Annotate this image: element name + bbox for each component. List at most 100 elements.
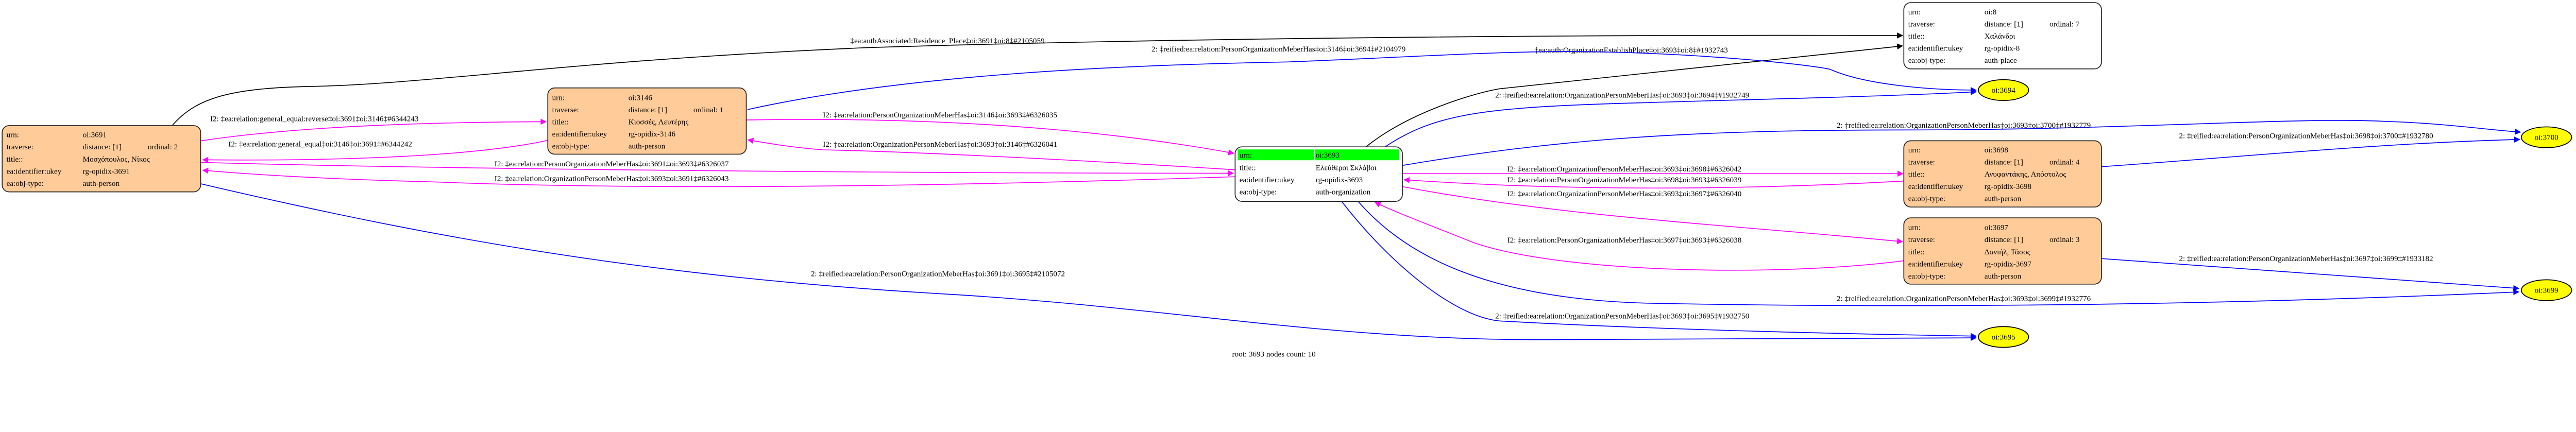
node-box [1903,217,2102,285]
node-box [1903,140,2102,208]
edge-line [1384,89,1977,147]
ref-node[interactable]: oi:3700 [2521,126,2572,148]
edge: 2: ‡reified:ea:relation:PersonOrganizati… [2101,255,2520,291]
edge-label: I2: ‡ea:relation:OrganizationPersonMeber… [495,175,729,183]
edge-label: 2: ‡reified:ea:relation:PersonOrganizati… [2179,255,2433,263]
edge-label: 2: ‡reified:ea:relation:OrganizationPers… [1837,295,2091,303]
node-field-value: oi:3146 [629,94,653,102]
edge-label: 2: ‡reified:ea:relation:PersonOrganizati… [2179,132,2433,140]
node-field-label: urn: [552,94,565,102]
edge-label: 2: ‡reified:ea:relation:OrganizationPers… [1837,122,2091,130]
edge: 2: ‡reified:ea:relation:OrganizationPers… [1402,119,2521,166]
node-field-extra: ordinal: 1 [693,106,723,114]
node-field-label: ea:identifier:ukey [1908,44,1963,53]
edge-line [1357,200,2520,306]
node-field-label: ea:obj-type: [1908,57,1945,65]
node-field-label: title:: [1908,248,1925,256]
node-field-label: ea:obj-type: [1908,195,1945,203]
ref-node[interactable]: oi:3699 [2521,279,2572,301]
node-field-value: Δανιήλ, Τάσος [1985,248,2030,256]
node-field-value: distance: [1] [1985,236,2023,244]
node-field-value: distance: [1] [83,143,122,151]
ref-node[interactable]: oi:3695 [1978,326,2029,348]
root-highlight [1238,149,1314,161]
edge-line [172,32,1903,126]
edge-line [201,162,1234,177]
node-field-label: urn: [1240,151,1252,160]
node-field-label: ea:identifier:ukey [1240,176,1295,184]
node-field-label: traverse: [552,106,579,114]
edge: I2: ‡ea:relation:PersonOrganizationMeber… [747,111,1234,155]
edge: 2: ‡reified:ea:relation:PersonOrganizati… [200,183,1977,341]
edge-label: 2: ‡reified:ea:relation:PersonOrganizati… [811,270,1065,279]
node-field-value: Ανυφαντάκης, Απόστολος [1985,170,2066,179]
edge-label: I2: ‡ea:relation:general_equal‡oi:3146‡o… [228,140,412,148]
ref-node-label: oi:3694 [1992,87,2016,95]
edge: I2: ‡ea:relation:PersonOrganizationMeber… [201,160,1234,177]
ref-node-ellipse [1978,79,2029,101]
edge-line [200,183,1977,341]
node-field-label: ea:identifier:ukey [552,130,607,139]
node-field-value: auth-person [629,143,666,151]
node-field-value: rg-opidix-3697 [1985,260,2032,268]
edge: I2: ‡ea:relation:general_equal:reverse‡o… [201,115,547,142]
node-field-value: rg-opidix-8 [1985,44,2020,53]
edge-label: I2: ‡ea:relation:PersonOrganizationMeber… [823,111,1057,119]
edge-label: I2: ‡ea:relation:general_equal:reverse‡o… [210,115,418,124]
node-field-extra: ordinal: 7 [2049,20,2080,28]
edge-label: ‡ea:auth:OrganizationEstablishPlace‡oi:3… [1535,46,1728,55]
node-field-label: title:: [1908,32,1925,41]
node-field-extra: ordinal: 4 [2049,159,2080,167]
root-highlight [1315,149,1399,161]
node-field-label: ea:obj-type: [7,180,44,188]
edge-label: I2: ‡ea:relation:PersonOrganizationMeber… [495,160,729,168]
node-field-label: title:: [1240,164,1256,172]
edge: ‡ea:authAssociated:Residence_Place‡oi:36… [172,32,1903,126]
edge: I2: ‡ea:relation:OrganizationPersonMeber… [747,137,1235,170]
node-field-value: auth-person [1985,272,2022,281]
node-field-label: ea:obj-type: [552,143,589,151]
edge-line [1375,202,1904,271]
edge: 2: ‡reified:ea:relation:OrganizationPers… [1341,200,1977,339]
node-field-label: traverse: [7,143,33,151]
edge-label: ‡ea:authAssociated:Residence_Place‡oi:36… [850,37,1044,45]
node-field-label: ea:identifier:ukey [1908,260,1963,268]
edge: 2: ‡reified:ea:relation:OrganizationPers… [1384,89,1977,147]
edge-label: I2: ‡ea:relation:OrganizationPersonMeber… [1507,190,1742,198]
node-field-value: Χαλάνδρι [1985,32,2015,41]
node-field-value: rg-opidix-3691 [83,167,130,176]
edge-line [202,140,548,163]
ref-node-ellipse [2521,279,2572,301]
node-field-value: oi:3693 [1316,151,1340,160]
edge-line [747,51,1977,110]
node-field-value: auth-person [83,180,120,188]
ref-node-label: oi:3695 [1992,333,2015,341]
edge-label: 2: ‡reified:ea:relation:OrganizationPers… [1495,312,1749,320]
node-field-label: traverse: [1908,236,1935,244]
node-field-label: traverse: [1908,20,1935,28]
edge-label: I2: ‡ea:relation:PersonOrganizationMeber… [1507,176,1742,184]
node-field-label: traverse: [1908,159,1935,167]
edge: 2: ‡reified:ea:relation:OrganizationPers… [1357,200,2520,306]
node-field-label: urn: [1908,8,1921,16]
node-person[interactable]: urn: oi:3146 traverse: distance: [1] ordinal… [547,87,747,155]
node-field-value: distance: [1] [629,106,667,114]
edge: I2: ‡ea:relation:OrganizationPersonMeber… [1402,165,1904,177]
edge-label: 2: ‡reified:ea:relation:PersonOrganizati… [1151,45,1405,54]
ref-node-ellipse [2521,126,2572,148]
ref-node[interactable]: oi:3694 [1978,79,2029,101]
edge-line [1402,119,2521,166]
edge-line [2101,136,2520,167]
edge-line [2101,258,2520,291]
ref-node-label: oi:3700 [2535,134,2558,142]
edge: I2: ‡ea:relation:OrganizationPersonMeber… [1402,186,1903,245]
edge-line [202,167,1235,187]
node-field-label: ea:obj-type: [1908,272,1945,281]
node-field-value: rg-opidix-3698 [1985,183,2031,191]
edges-layer: ‡ea:authAssociated:Residence_Place‡oi:36… [172,32,2521,341]
